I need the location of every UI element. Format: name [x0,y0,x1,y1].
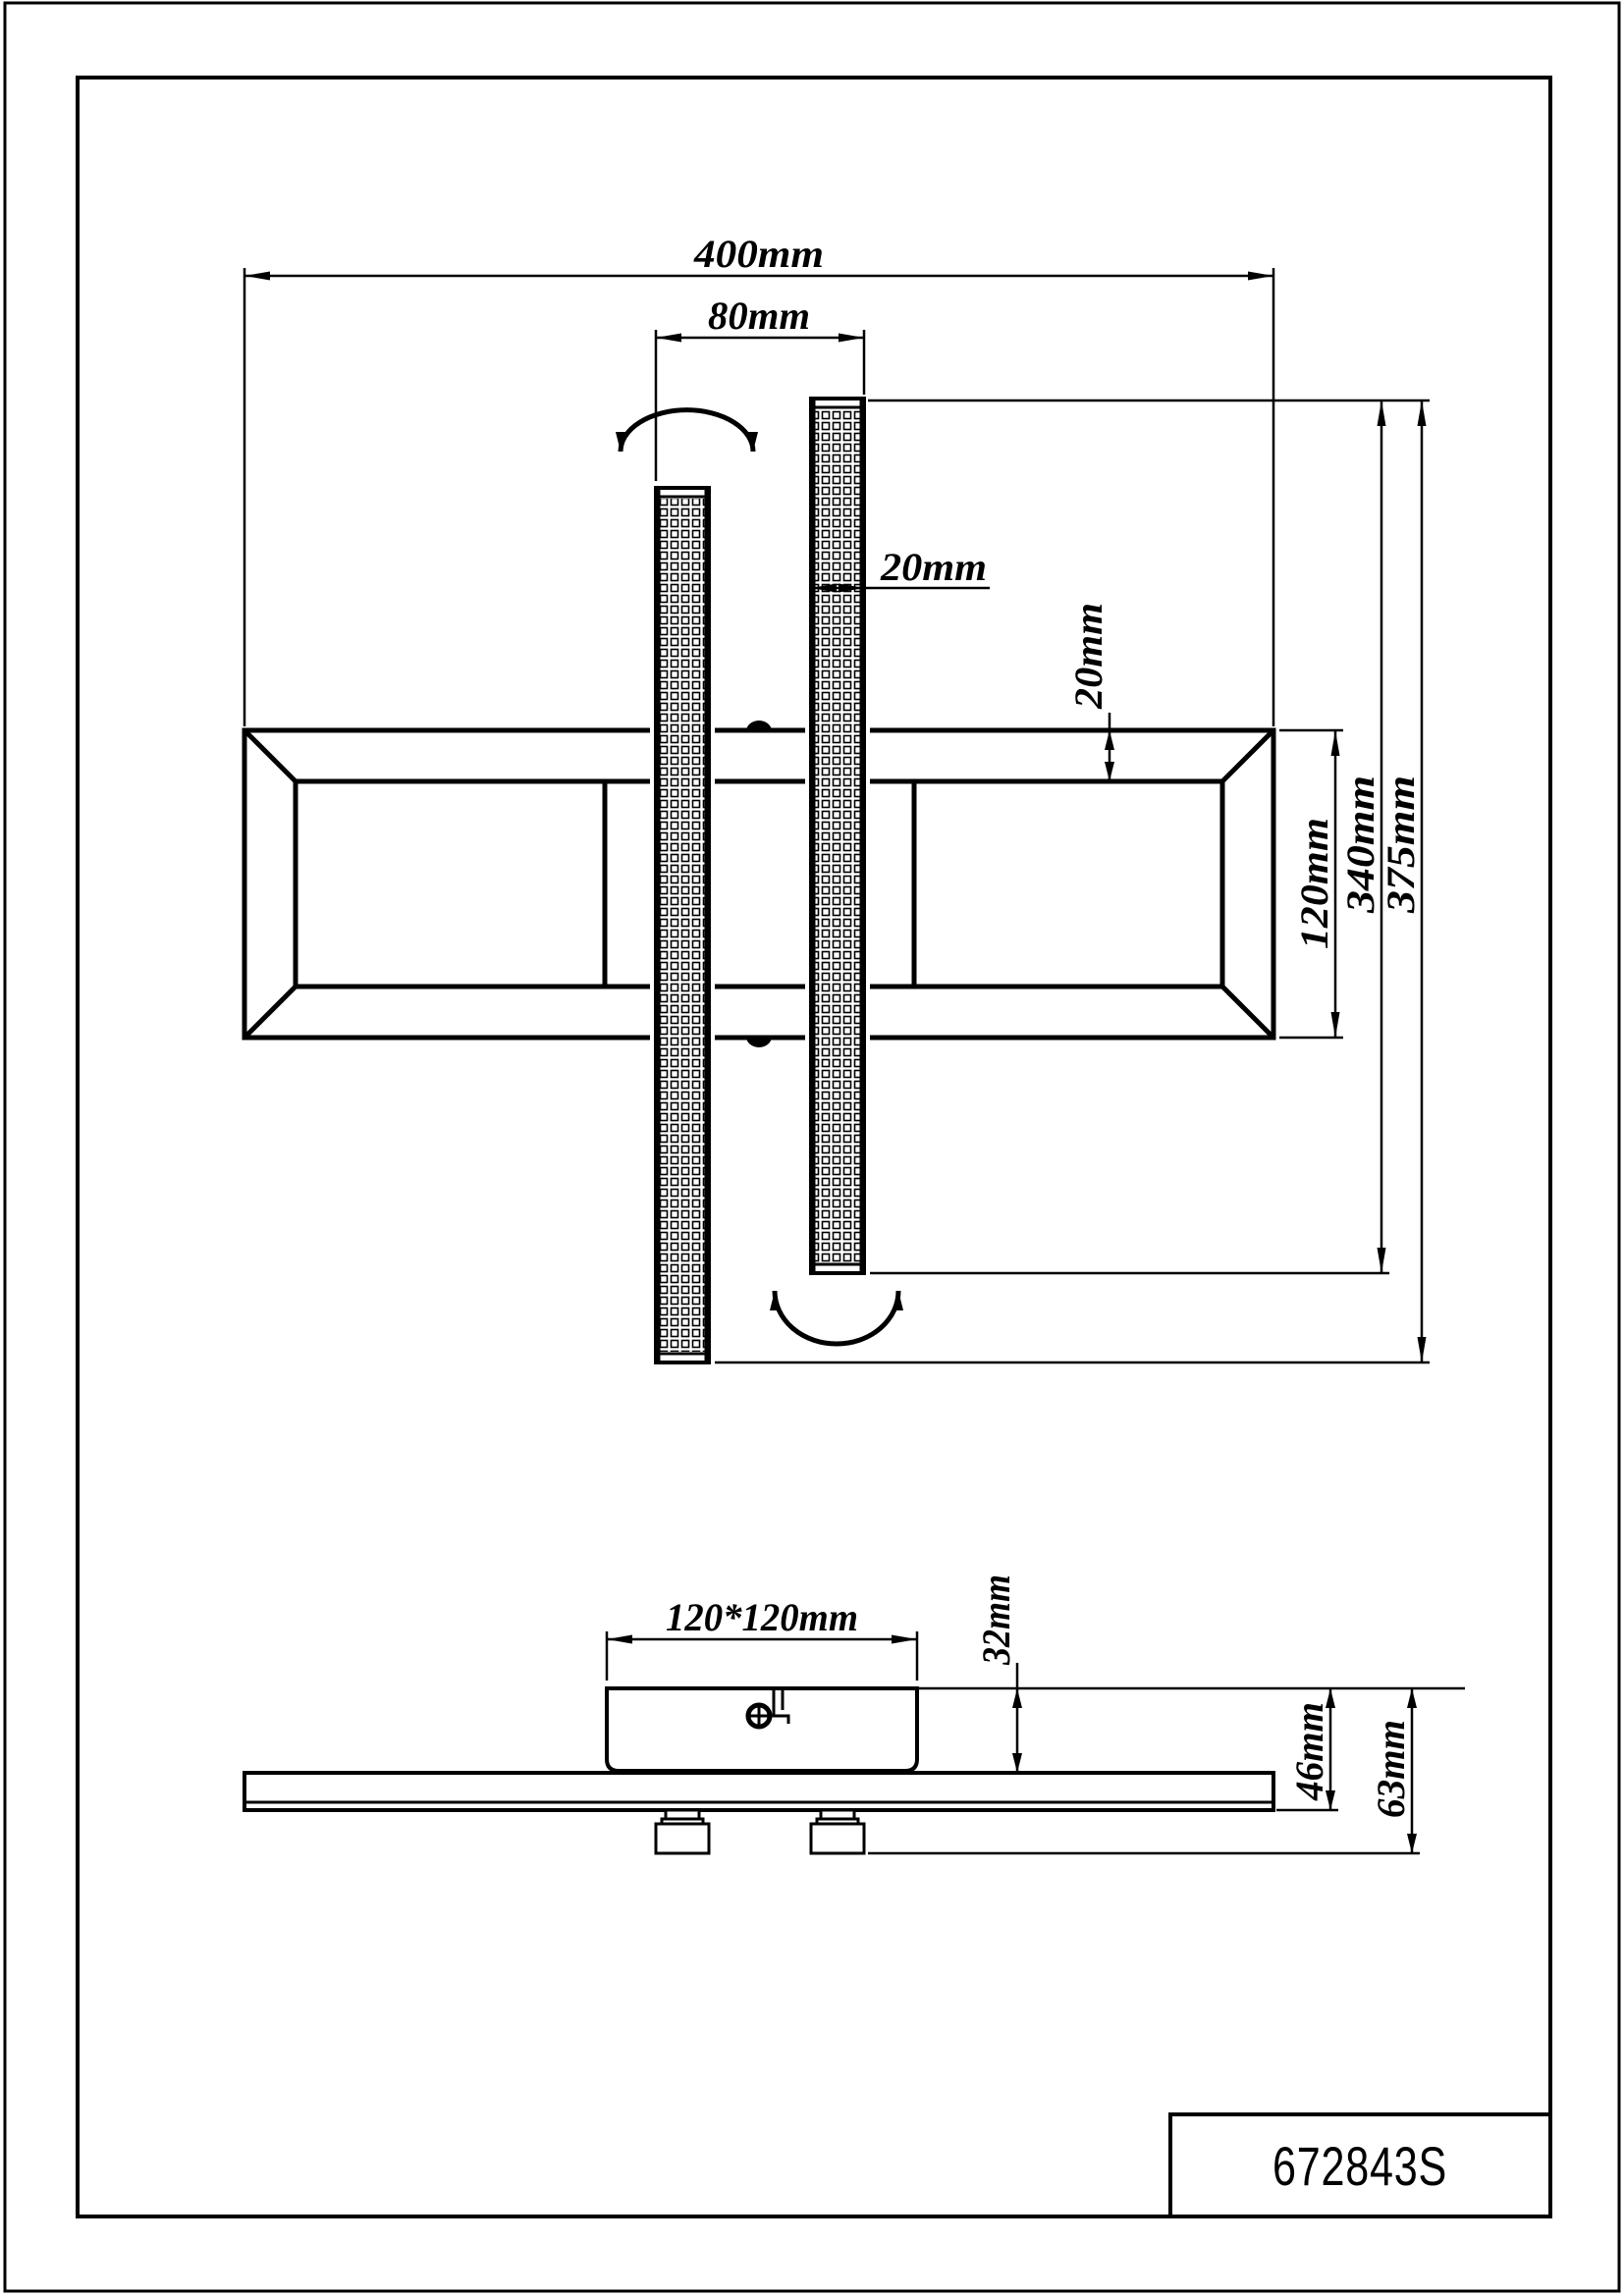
dim-frame-height: 46mm [1276,1688,1338,1812]
dim-canopy-label: 120*120mm [666,1595,858,1639]
frame-bevel-bottom-right [1220,985,1275,1040]
mounting-pin-top [746,721,772,731]
dim-frame-border-label: 20mm [1066,603,1110,710]
rotation-arrow-bottom [770,1290,903,1347]
frame-bevel-bottom-left [243,985,298,1040]
light-bar-right-texture [815,409,860,1262]
dim-bar-width-label: 20mm [880,545,987,589]
dim-overall-height: 63mm [868,1688,1420,1855]
plan-view: 400mm 80mm 20mm 20mm 120mm [242,232,1430,1368]
bar-holder-right-body [809,1822,866,1855]
dim-frame-border: 20mm [1066,603,1114,781]
canopy-bracket [772,1688,790,1724]
dim-canopy-height: 32mm [974,1575,1022,1773]
dim-bar-group: 80mm [654,294,866,481]
frame-outer-edge [242,727,1276,1041]
dim-overall-depth: 375mm [715,400,1430,1364]
dim-bar-group-label: 80mm [708,294,810,338]
bar-holder-left [654,1808,711,1855]
bar-holder-right [809,1808,866,1855]
mounting-pin-bottom [746,1037,772,1047]
dim-overall-width-label: 400mm [693,232,824,276]
dim-bar-length-label: 340mm [1338,775,1382,914]
light-bar-right [805,393,870,1279]
light-bar-left-texture [660,499,705,1352]
title-block [1168,2112,1552,2218]
canopy [605,1686,919,1773]
dim-overall-height-label: 63mm [1369,1720,1413,1818]
dim-overall-depth-label: 375mm [1379,775,1423,914]
dim-bar-length: 340mm [868,399,1430,1275]
light-bar-left [650,482,715,1368]
frame-side-profile [243,1771,1275,1812]
dim-bar-width: 20mm [811,545,990,593]
rotation-arrow-top [616,407,758,453]
page-border-inner [76,76,1552,2218]
part-number-label: 672843S [1272,2135,1447,2197]
frame-inner-edge [293,778,1225,989]
bar-holder-left-body [654,1822,711,1855]
frame-bevel-top-left [243,728,298,783]
dim-canopy-height-label: 32mm [974,1575,1018,1666]
side-view: 120*120mm 32mm 46mm 63mm [243,1575,1465,1855]
dim-frame-depth: 120mm [1279,728,1343,1040]
dim-frame-height-label: 46mm [1287,1702,1331,1801]
frame-bevel-top-right [1220,728,1275,783]
dim-canopy: 120*120mm [605,1595,919,1681]
dim-frame-depth-label: 120mm [1292,818,1336,949]
page-border-outer [3,1,1621,2293]
dim-overall-width: 400mm [243,232,1275,726]
